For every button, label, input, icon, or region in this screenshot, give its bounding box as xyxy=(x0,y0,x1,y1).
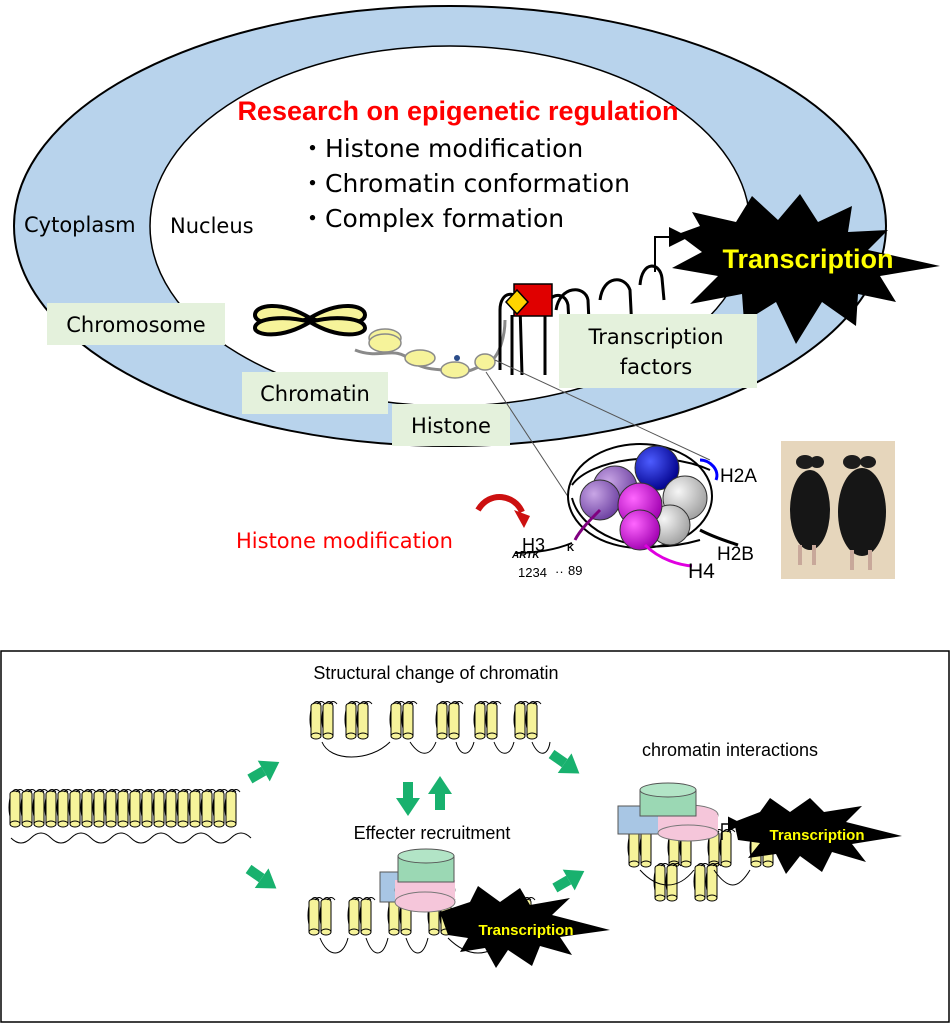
histone-tail-numbers: 1234 xyxy=(518,565,547,580)
green-arrows xyxy=(245,749,585,893)
transcription-burst-label: Transcription xyxy=(722,244,893,274)
recruited-chromatin-icon xyxy=(308,898,535,954)
transcription-label-right: Transcription xyxy=(769,827,864,844)
histone-tail-dots: ·· xyxy=(555,564,564,579)
transcription-burst-right: Transcription xyxy=(734,798,902,874)
effecter-recruitment-label: Effecter recruitment xyxy=(354,823,511,843)
effector-complex-icon xyxy=(379,848,456,913)
chromosome-icon xyxy=(252,304,368,337)
arrow-down-right-2 xyxy=(548,749,580,774)
histone-tail-icon: ARTK K 1234 ·· 89 xyxy=(511,542,582,580)
histone-label-box: Histone xyxy=(392,404,510,446)
histone-label: Histone xyxy=(411,414,491,438)
chromatin-label-box: Chromatin xyxy=(242,372,388,414)
chromosome-label: Chromosome xyxy=(66,313,205,337)
transcription-factors-label-box: Transcription factors xyxy=(559,314,757,388)
histone-tail-89: 89 xyxy=(568,563,582,578)
h2a-label: H2A xyxy=(720,466,757,487)
transcription-burst: Transcription xyxy=(672,194,940,344)
chromatin-label: Chromatin xyxy=(260,382,370,406)
transcription-start-arrow xyxy=(654,227,689,272)
open-chromatin-icon xyxy=(310,702,551,758)
dna-strand-icon xyxy=(498,264,666,376)
arrow-down-right-1 xyxy=(245,864,277,889)
transcription-burst-bottom: Transcription xyxy=(440,886,610,968)
histone-octamer-icon xyxy=(567,443,739,568)
arrow-up-right-2 xyxy=(552,869,585,893)
research-title: Research on epigenetic regulation xyxy=(237,96,678,126)
transcription-factor-icon xyxy=(504,283,553,317)
cytoplasm-label: Cytoplasm xyxy=(24,213,136,237)
h4-label: H4 xyxy=(688,560,715,583)
bullet-histone-modification: ・Histone modification xyxy=(300,134,583,163)
structural-change-label: Structural change of chromatin xyxy=(313,663,558,683)
transcription-start-arrow-small xyxy=(721,816,743,840)
mice-photo xyxy=(781,441,895,579)
transcription-factors-label-line2: factors xyxy=(620,355,692,379)
transcription-factors-label-line1: Transcription xyxy=(587,325,723,349)
arrow-down xyxy=(396,782,420,816)
h3-label: H3 xyxy=(522,535,545,555)
histone-modification-label: Histone modification xyxy=(236,529,453,553)
condensed-chromatin-icon xyxy=(9,789,252,844)
bullet-complex-formation: ・Complex formation xyxy=(300,204,564,233)
interacting-chromatin-icon xyxy=(628,830,777,902)
h2b-label: H2B xyxy=(717,544,754,565)
arrow-up xyxy=(428,776,452,810)
open-chromatin-extra-nucleosome-icon xyxy=(345,702,372,740)
histone-tail-k: K xyxy=(567,543,575,554)
chromosome-label-box: Chromosome xyxy=(47,303,225,345)
histone-tail-letters: ARTK xyxy=(511,550,540,561)
bullet-chromatin-conformation: ・Chromatin conformation xyxy=(300,169,630,198)
nucleus-label: Nucleus xyxy=(170,214,254,238)
zoom-line-right xyxy=(494,359,711,461)
chromatin-interactions-label: chromatin interactions xyxy=(642,740,818,760)
chromatin-fiber-icon xyxy=(354,319,507,379)
transcription-label-bottom: Transcription xyxy=(478,922,573,939)
arrow-up-right xyxy=(247,760,280,784)
curved-arrow-icon xyxy=(475,494,530,528)
effector-complex-right-icon xyxy=(617,782,719,842)
